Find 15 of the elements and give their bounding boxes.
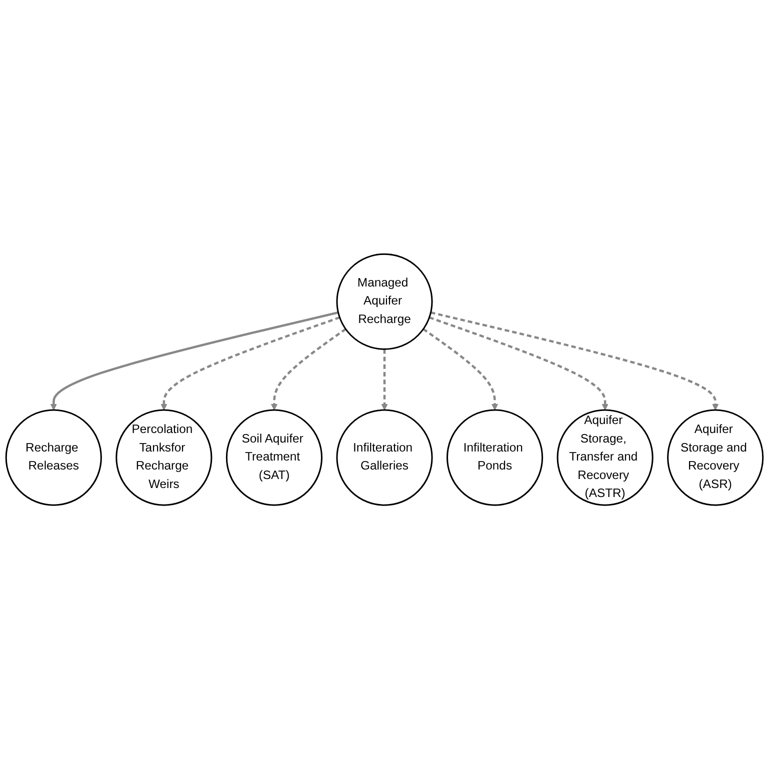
node-circle: Infilteration Galleries: [336, 409, 433, 506]
node-circle: Aquifer Storage and Recovery (ASR): [667, 409, 764, 506]
arrow: [430, 311, 719, 410]
node-circle: Aquifer Storage, Transfer and Recovery (ASTR): [556, 409, 654, 506]
node-circle: Infilteration Ponds: [446, 409, 544, 506]
arrow: [270, 328, 346, 410]
arrow: [428, 316, 608, 410]
arrow: [160, 316, 340, 410]
arrow: [381, 349, 388, 410]
node-circle: Managed Aquifer Recharge: [336, 253, 433, 350]
arrow: [50, 311, 338, 410]
node-circle: Percolation Tanksfor Recharge Weirs: [116, 409, 212, 506]
arrow: [422, 328, 498, 410]
node-circle: Soil Aquifer Treatment (SAT): [226, 409, 322, 506]
node-circle: Recharge Releases: [5, 409, 102, 506]
